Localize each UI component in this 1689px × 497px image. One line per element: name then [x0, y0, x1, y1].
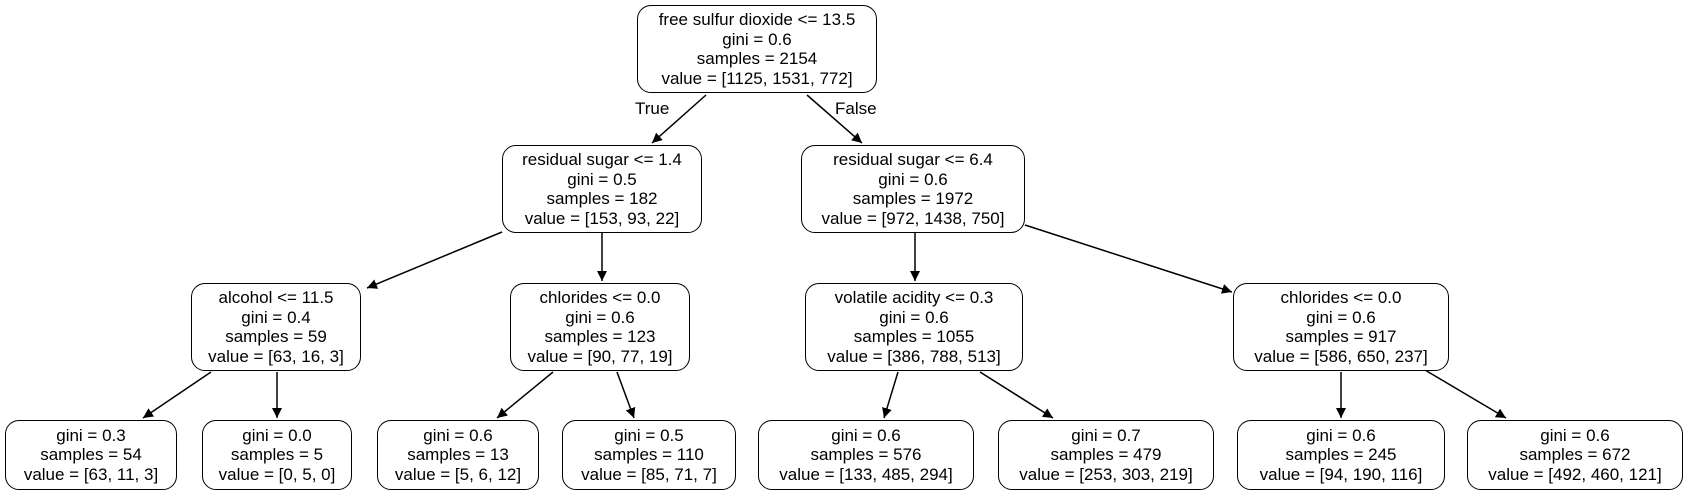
- tree-edge-arrow: [882, 371, 899, 419]
- node-gini: gini = 0.0: [242, 425, 312, 445]
- tree-edge-arrow: [806, 94, 863, 144]
- tree-node-residual-sugar-1-4: residual sugar <= 1.4 gini = 0.5 samples…: [502, 145, 702, 233]
- node-value: value = [586, 650, 237]: [1254, 346, 1428, 366]
- tree-leaf: gini = 0.7 samples = 479 value = [253, 3…: [998, 420, 1214, 490]
- node-split-condition: volatile acidity <= 0.3: [834, 288, 994, 307]
- node-value: value = [63, 16, 3]: [208, 346, 344, 366]
- tree-edge-arrow: [979, 371, 1054, 419]
- node-value: value = [153, 93, 22]: [524, 208, 680, 228]
- node-gini: gini = 0.6: [831, 425, 901, 445]
- node-samples: samples = 917: [1285, 327, 1397, 346]
- tree-leaf: gini = 0.3 samples = 54 value = [63, 11,…: [5, 420, 177, 490]
- node-split-condition: chlorides <= 0.0: [1280, 288, 1402, 307]
- tree-edge-arrow: [366, 231, 503, 289]
- node-split-condition: alcohol <= 11.5: [218, 288, 334, 307]
- tree-edge-arrow: [1424, 369, 1507, 419]
- node-samples: samples = 1055: [853, 327, 975, 346]
- node-split-condition: residual sugar <= 6.4: [833, 150, 993, 169]
- node-gini: gini = 0.3: [56, 425, 126, 445]
- tree-leaf: gini = 0.5 samples = 110 value = [85, 71…: [562, 420, 736, 490]
- tree-leaf: gini = 0.6 samples = 672 value = [492, 4…: [1467, 420, 1683, 490]
- tree-leaf: gini = 0.6 samples = 576 value = [133, 4…: [758, 420, 974, 490]
- node-split-condition: chlorides <= 0.0: [539, 288, 661, 307]
- node-value: value = [94, 190, 116]: [1259, 464, 1423, 484]
- node-samples: samples = 576: [810, 445, 922, 465]
- node-gini: gini = 0.4: [241, 307, 311, 327]
- tree-leaf: gini = 0.6 samples = 13 value = [5, 6, 1…: [377, 420, 539, 490]
- node-samples: samples = 2154: [696, 49, 818, 68]
- node-samples: samples = 13: [407, 445, 509, 465]
- node-samples: samples = 110: [594, 445, 704, 465]
- node-value: value = [1125, 1531, 772]: [661, 68, 853, 88]
- node-samples: samples = 245: [1285, 445, 1397, 465]
- node-gini: gini = 0.6: [722, 29, 792, 49]
- tree-node-chlorides-right: chlorides <= 0.0 gini = 0.6 samples = 91…: [1233, 283, 1449, 371]
- node-samples: samples = 1972: [852, 189, 974, 208]
- true-edge-label: True: [635, 99, 670, 118]
- node-value: value = [85, 71, 7]: [581, 464, 717, 484]
- node-gini: gini = 0.7: [1071, 425, 1141, 445]
- node-value: value = [0, 5, 0]: [218, 464, 336, 484]
- tree-node-alcohol: alcohol <= 11.5 gini = 0.4 samples = 59 …: [191, 283, 361, 371]
- node-gini: gini = 0.5: [567, 169, 637, 189]
- node-gini: gini = 0.6: [1306, 425, 1376, 445]
- node-samples: samples = 5: [230, 445, 324, 465]
- node-value: value = [492, 460, 121]: [1488, 464, 1662, 484]
- node-gini: gini = 0.6: [878, 169, 948, 189]
- node-gini: gini = 0.6: [423, 425, 493, 445]
- node-gini: gini = 0.6: [565, 307, 635, 327]
- node-samples: samples = 479: [1050, 445, 1162, 465]
- node-split-condition: residual sugar <= 1.4: [522, 150, 682, 169]
- tree-leaf: gini = 0.0 samples = 5 value = [0, 5, 0]: [202, 420, 352, 490]
- tree-leaf: gini = 0.6 samples = 245 value = [94, 19…: [1237, 420, 1445, 490]
- node-gini: gini = 0.6: [879, 307, 949, 327]
- tree-edge-arrow: [142, 371, 212, 419]
- node-value: value = [133, 485, 294]: [779, 464, 953, 484]
- tree-node-residual-sugar-6-4: residual sugar <= 6.4 gini = 0.6 samples…: [801, 145, 1025, 233]
- tree-node-chlorides-left: chlorides <= 0.0 gini = 0.6 samples = 12…: [510, 283, 690, 371]
- node-samples: samples = 672: [1519, 445, 1631, 465]
- node-gini: gini = 0.6: [1306, 307, 1376, 327]
- node-split-condition: free sulfur dioxide <= 13.5: [658, 10, 856, 29]
- tree-node-root: free sulfur dioxide <= 13.5 gini = 0.6 s…: [637, 5, 877, 93]
- tree-edge-arrow: [1024, 224, 1233, 294]
- node-samples: samples = 54: [40, 445, 142, 465]
- node-samples: samples = 182: [546, 189, 658, 208]
- false-edge-label: False: [835, 99, 877, 118]
- node-samples: samples = 59: [225, 327, 327, 346]
- node-value: value = [5, 6, 12]: [394, 464, 522, 484]
- tree-edge-arrow: [651, 94, 707, 144]
- tree-node-volatile-acidity: volatile acidity <= 0.3 gini = 0.6 sampl…: [805, 283, 1023, 371]
- node-value: value = [253, 303, 219]: [1019, 464, 1193, 484]
- node-gini: gini = 0.6: [1540, 425, 1610, 445]
- tree-edge-arrow: [496, 371, 554, 419]
- node-value: value = [63, 11, 3]: [23, 464, 159, 484]
- tree-edge-arrow: [616, 371, 636, 419]
- node-gini: gini = 0.5: [614, 425, 684, 445]
- node-value: value = [90, 77, 19]: [527, 346, 673, 366]
- node-value: value = [972, 1438, 750]: [821, 208, 1005, 228]
- node-samples: samples = 123: [544, 327, 656, 346]
- node-value: value = [386, 788, 513]: [827, 346, 1001, 366]
